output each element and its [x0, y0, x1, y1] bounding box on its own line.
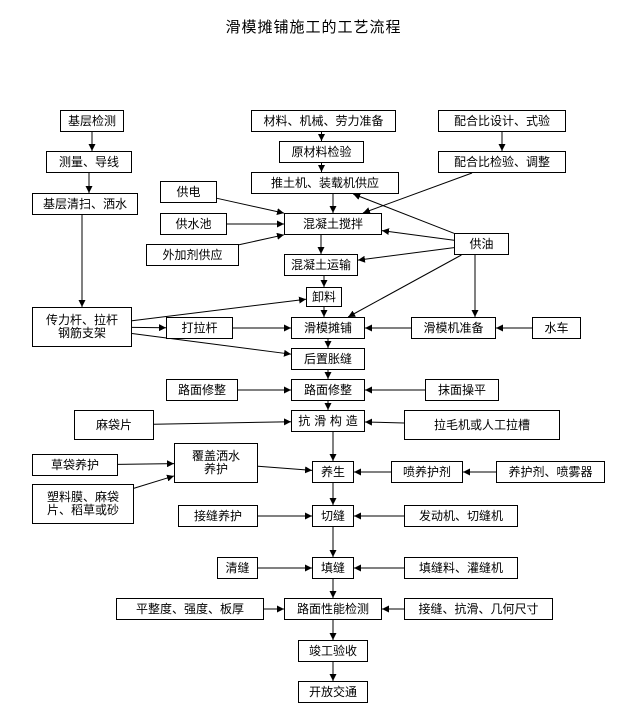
node-curing-agent-sprayer: 养护剂、喷雾器 [496, 461, 605, 483]
node-plastic-film: 塑料膜、麻袋 片、稻草或砂 [32, 484, 134, 524]
node-completion-acceptance: 竣工验收 [298, 640, 368, 662]
node-burlap: 麻袋片 [74, 410, 154, 440]
node-straw-bag-cure: 草袋养护 [32, 454, 118, 476]
node-additive-supply: 外加剂供应 [146, 244, 239, 266]
node-water-pool: 供水池 [160, 213, 227, 235]
node-paver-prep: 滑模机准备 [411, 317, 496, 339]
node-mix-check: 配合比检验、调整 [438, 151, 566, 173]
node-power-supply: 供电 [160, 181, 217, 203]
node-bulldozer-supply: 推土机、装载机供应 [251, 172, 399, 194]
node-mix-design: 配合比设计、式验 [438, 110, 566, 132]
edge-phbjy-to-hnjb [362, 172, 473, 214]
edge-slm-to-fgss [133, 474, 175, 489]
node-joint-cleaning: 清缝 [217, 557, 258, 579]
node-joint-filling: 填缝 [312, 557, 354, 579]
node-sealant-machine: 填缝料、灌缝机 [404, 557, 518, 579]
node-slipform-paving: 滑模摊铺 [291, 317, 365, 339]
edge-gy-to-hnjb [381, 228, 455, 241]
edge-wjj-to-hnjb [238, 232, 285, 246]
node-raw-material-check: 原材料检验 [279, 141, 364, 163]
node-expansion-joint: 后置胀缝 [291, 348, 365, 370]
node-surface-finish: 路面修整 [291, 379, 365, 401]
diagram-title: 滑模摊铺施工的工艺流程 [225, 18, 402, 36]
node-joint-skid-geometry: 接缝、抗滑、几何尺寸 [404, 598, 553, 620]
edge-gy-to-tt [353, 193, 455, 234]
node-cover-water-cure: 覆盖洒水 养护 [174, 443, 258, 483]
node-water-truck: 水车 [532, 317, 581, 339]
node-tie-bar-insert: 打拉杆 [166, 317, 233, 339]
node-curing: 养生 [312, 461, 354, 483]
node-survey-traverse: 测量、导线 [46, 151, 132, 173]
node-flatness-strength: 平整度、强度、板厚 [116, 598, 264, 620]
node-dowel-bar-frame: 传力杆、拉杆 钢筋支架 [32, 307, 132, 347]
node-joint-cutting: 切缝 [312, 505, 354, 527]
node-joint-cure: 接缝养护 [178, 505, 258, 527]
node-surface-finish-left: 路面修整 [166, 379, 238, 401]
node-base-inspection: 基层检测 [60, 110, 124, 132]
edge-cdyh-to-fgss [117, 460, 175, 468]
edge-gy-to-hmtp [347, 254, 462, 318]
node-unloading: 卸料 [306, 287, 342, 307]
node-material-prep: 材料、机械、劳力准备 [251, 110, 396, 132]
edge-gy-to-hnys [357, 247, 455, 263]
node-base-clean: 基层清扫、洒水 [32, 193, 138, 215]
node-fuel-supply: 供油 [454, 233, 509, 255]
edge-lmj-to-khgz [364, 418, 405, 426]
node-trowel-level: 抹面操平 [425, 379, 499, 401]
edge-cgg-to-xl [131, 296, 307, 322]
node-anti-slip-texture: 抗 滑 构 造 [291, 410, 365, 432]
node-concrete-mixing: 混凝土搅拌 [284, 213, 382, 235]
edge-fgss-to-ys [257, 465, 313, 474]
node-performance-test: 路面性能检测 [284, 598, 382, 620]
node-open-to-traffic: 开放交通 [298, 681, 368, 703]
edge-mdp-to-khgz [153, 418, 292, 426]
node-engine-saw: 发动机、切缝机 [404, 505, 518, 527]
edge-cgg-to-hzzf [131, 333, 292, 357]
node-concrete-transport: 混凝土运输 [284, 254, 358, 276]
edge-gd-to-hnjb [216, 197, 285, 216]
node-texturing-machine: 拉毛机或人工拉槽 [404, 410, 560, 440]
node-spray-curing-agent: 喷养护剂 [391, 461, 463, 483]
